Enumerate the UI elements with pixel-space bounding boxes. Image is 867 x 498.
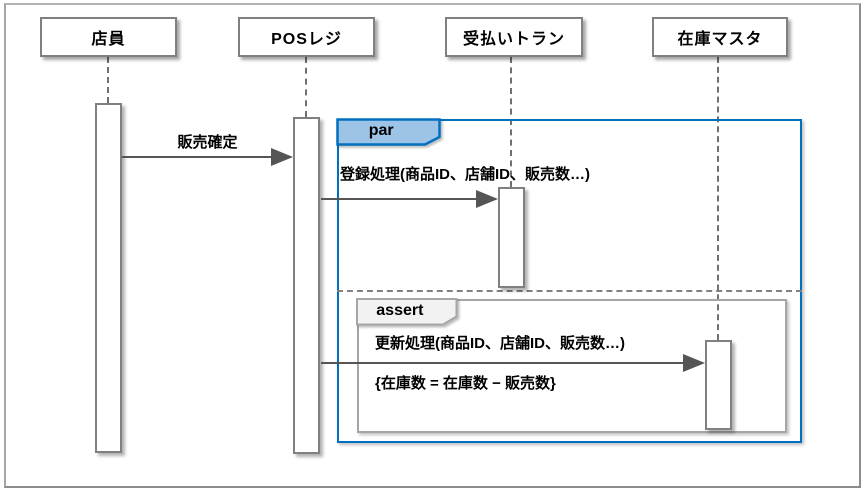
par-region-separator: [337, 290, 802, 292]
message-label-sale-confirm: 販売確定: [177, 134, 238, 151]
lifeline-head-payment-transaction: 受払いトラン: [445, 17, 583, 57]
message-label-update-process: 更新処理(商品ID、店舗ID、販売数…): [375, 335, 625, 352]
activation-pos-register: [293, 117, 320, 454]
par-pentagon-shape: [336, 118, 441, 146]
par-operator-label: par: [368, 122, 394, 139]
lifeline-clerk: [107, 57, 109, 103]
assert-fragment-box: [357, 299, 787, 433]
lifeline-head-clerk: 店員: [40, 17, 177, 57]
lifeline-head-inventory-master-label: 在庫マスタ: [677, 31, 763, 48]
lifeline-head-pos-register: POSレジ: [238, 17, 375, 57]
message-label-register-process: 登録処理(商品ID、店舗ID、販売数…): [340, 166, 590, 183]
par-operator-pentagon: par: [336, 118, 441, 146]
lifeline-head-pos-register-label: POSレジ: [271, 31, 342, 48]
assert-pentagon-shape: [356, 298, 458, 326]
lifeline-pos-register: [305, 57, 307, 117]
par-fragment-box: [337, 119, 802, 443]
lifeline-inventory-master: [717, 57, 719, 340]
activation-clerk: [95, 103, 122, 453]
activation-payment-transaction: [498, 187, 525, 288]
lifeline-head-clerk-label: 店員: [91, 31, 126, 48]
activation-inventory-master: [705, 340, 732, 430]
assert-operator-pentagon: assert: [356, 298, 458, 326]
lifeline-head-inventory-master: 在庫マスタ: [652, 17, 788, 57]
state-constraint-label: {在庫数 = 在庫数 − 販売数}: [375, 375, 556, 392]
assert-operator-label: assert: [376, 302, 424, 319]
lifeline-payment-transaction: [510, 57, 512, 187]
lifeline-head-payment-transaction-label: 受払いトラン: [462, 31, 565, 48]
diagram-frame: [4, 3, 861, 488]
